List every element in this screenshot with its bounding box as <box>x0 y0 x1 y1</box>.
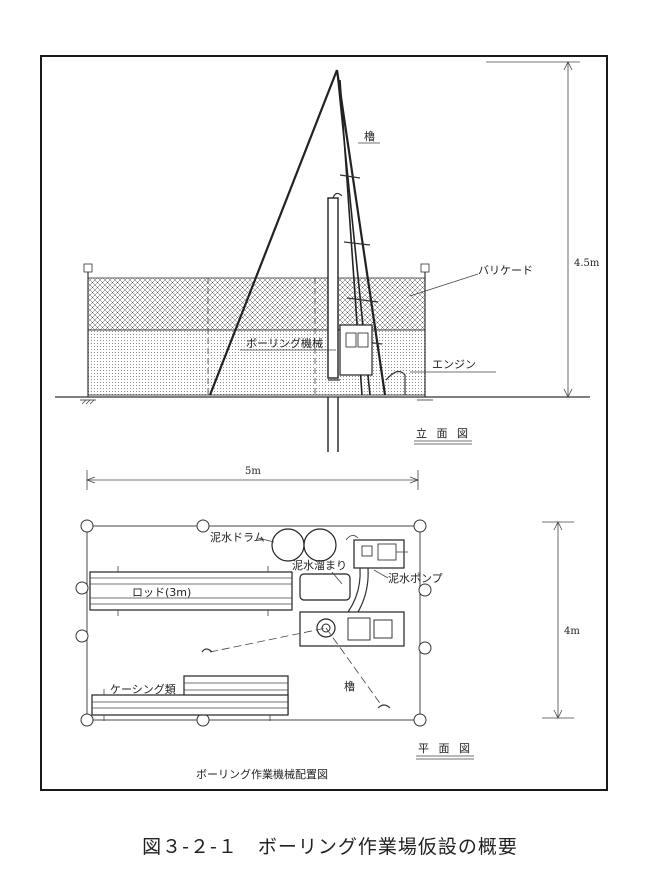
fence-post <box>80 519 94 533</box>
dim-depth: 4m <box>564 626 580 637</box>
elevation-view: 櫓 バリケード ボーリング機械 エンジン 4.5m 立 面 図 <box>55 61 600 452</box>
mud-drums <box>271 528 337 562</box>
plan-view: 5m 4m 泥水ド <box>75 466 580 760</box>
label-boring-machine: ボーリング機械 <box>246 336 323 350</box>
width-dimension <box>85 470 420 490</box>
label-mud-pump: 泥水ポンプ <box>388 572 443 585</box>
figure-caption: 図３-２-１ ボーリング作業場仮設の概要 <box>142 836 518 858</box>
fence-post <box>196 713 210 727</box>
drawing-frame <box>40 55 608 791</box>
barricade-end-post-right <box>417 263 433 401</box>
pole-foot <box>201 648 213 653</box>
fence-post <box>196 519 210 533</box>
height-dimension <box>486 61 580 398</box>
mud-pit-leader <box>331 571 343 585</box>
fence-post <box>413 713 427 727</box>
rod-rack <box>89 566 293 616</box>
site-boundary <box>86 525 421 721</box>
pole-foot <box>377 704 391 709</box>
fence-post <box>418 583 432 597</box>
pole-leg-plan <box>325 627 383 707</box>
dim-height: 4.5m <box>574 258 600 269</box>
drawing-title: ボーリング作業機械配置図 <box>196 767 328 781</box>
label-mud-pit: 泥水溜まり <box>292 558 347 572</box>
casing-rack <box>91 675 289 721</box>
dim-width: 5m <box>245 466 261 477</box>
fence-post <box>75 629 89 643</box>
label-engine: エンジン <box>432 358 476 371</box>
pole-leg-plan <box>209 627 327 653</box>
label-mud-drum: 泥水ドラム <box>210 531 265 544</box>
mud-pit <box>299 573 351 601</box>
label-casing: ケーシング類 <box>110 682 176 696</box>
mud-pump <box>353 539 408 569</box>
fence-post <box>80 713 94 727</box>
label-pole: 櫓 <box>364 129 375 143</box>
fence-post <box>75 581 89 595</box>
boring-machine-plan <box>299 611 405 647</box>
plan-title: 平 面 図 <box>418 742 473 755</box>
barricade-leader <box>409 273 479 297</box>
fence-post <box>413 519 427 533</box>
depth-dimension <box>542 521 574 719</box>
label-rod: ロッド(3m) <box>132 586 191 599</box>
mud-drum-leader <box>257 537 275 543</box>
fence-posts <box>75 519 432 727</box>
label-barricade: バリケード <box>478 264 533 277</box>
hose <box>345 535 359 541</box>
label-pole-plan: 櫓 <box>344 679 355 693</box>
boring-machine <box>327 192 406 452</box>
mud-pump-leader <box>373 569 389 579</box>
fence-post <box>418 641 432 655</box>
elevation-title: 立 面 図 <box>416 426 471 440</box>
barricade-end-post-left <box>80 263 96 405</box>
